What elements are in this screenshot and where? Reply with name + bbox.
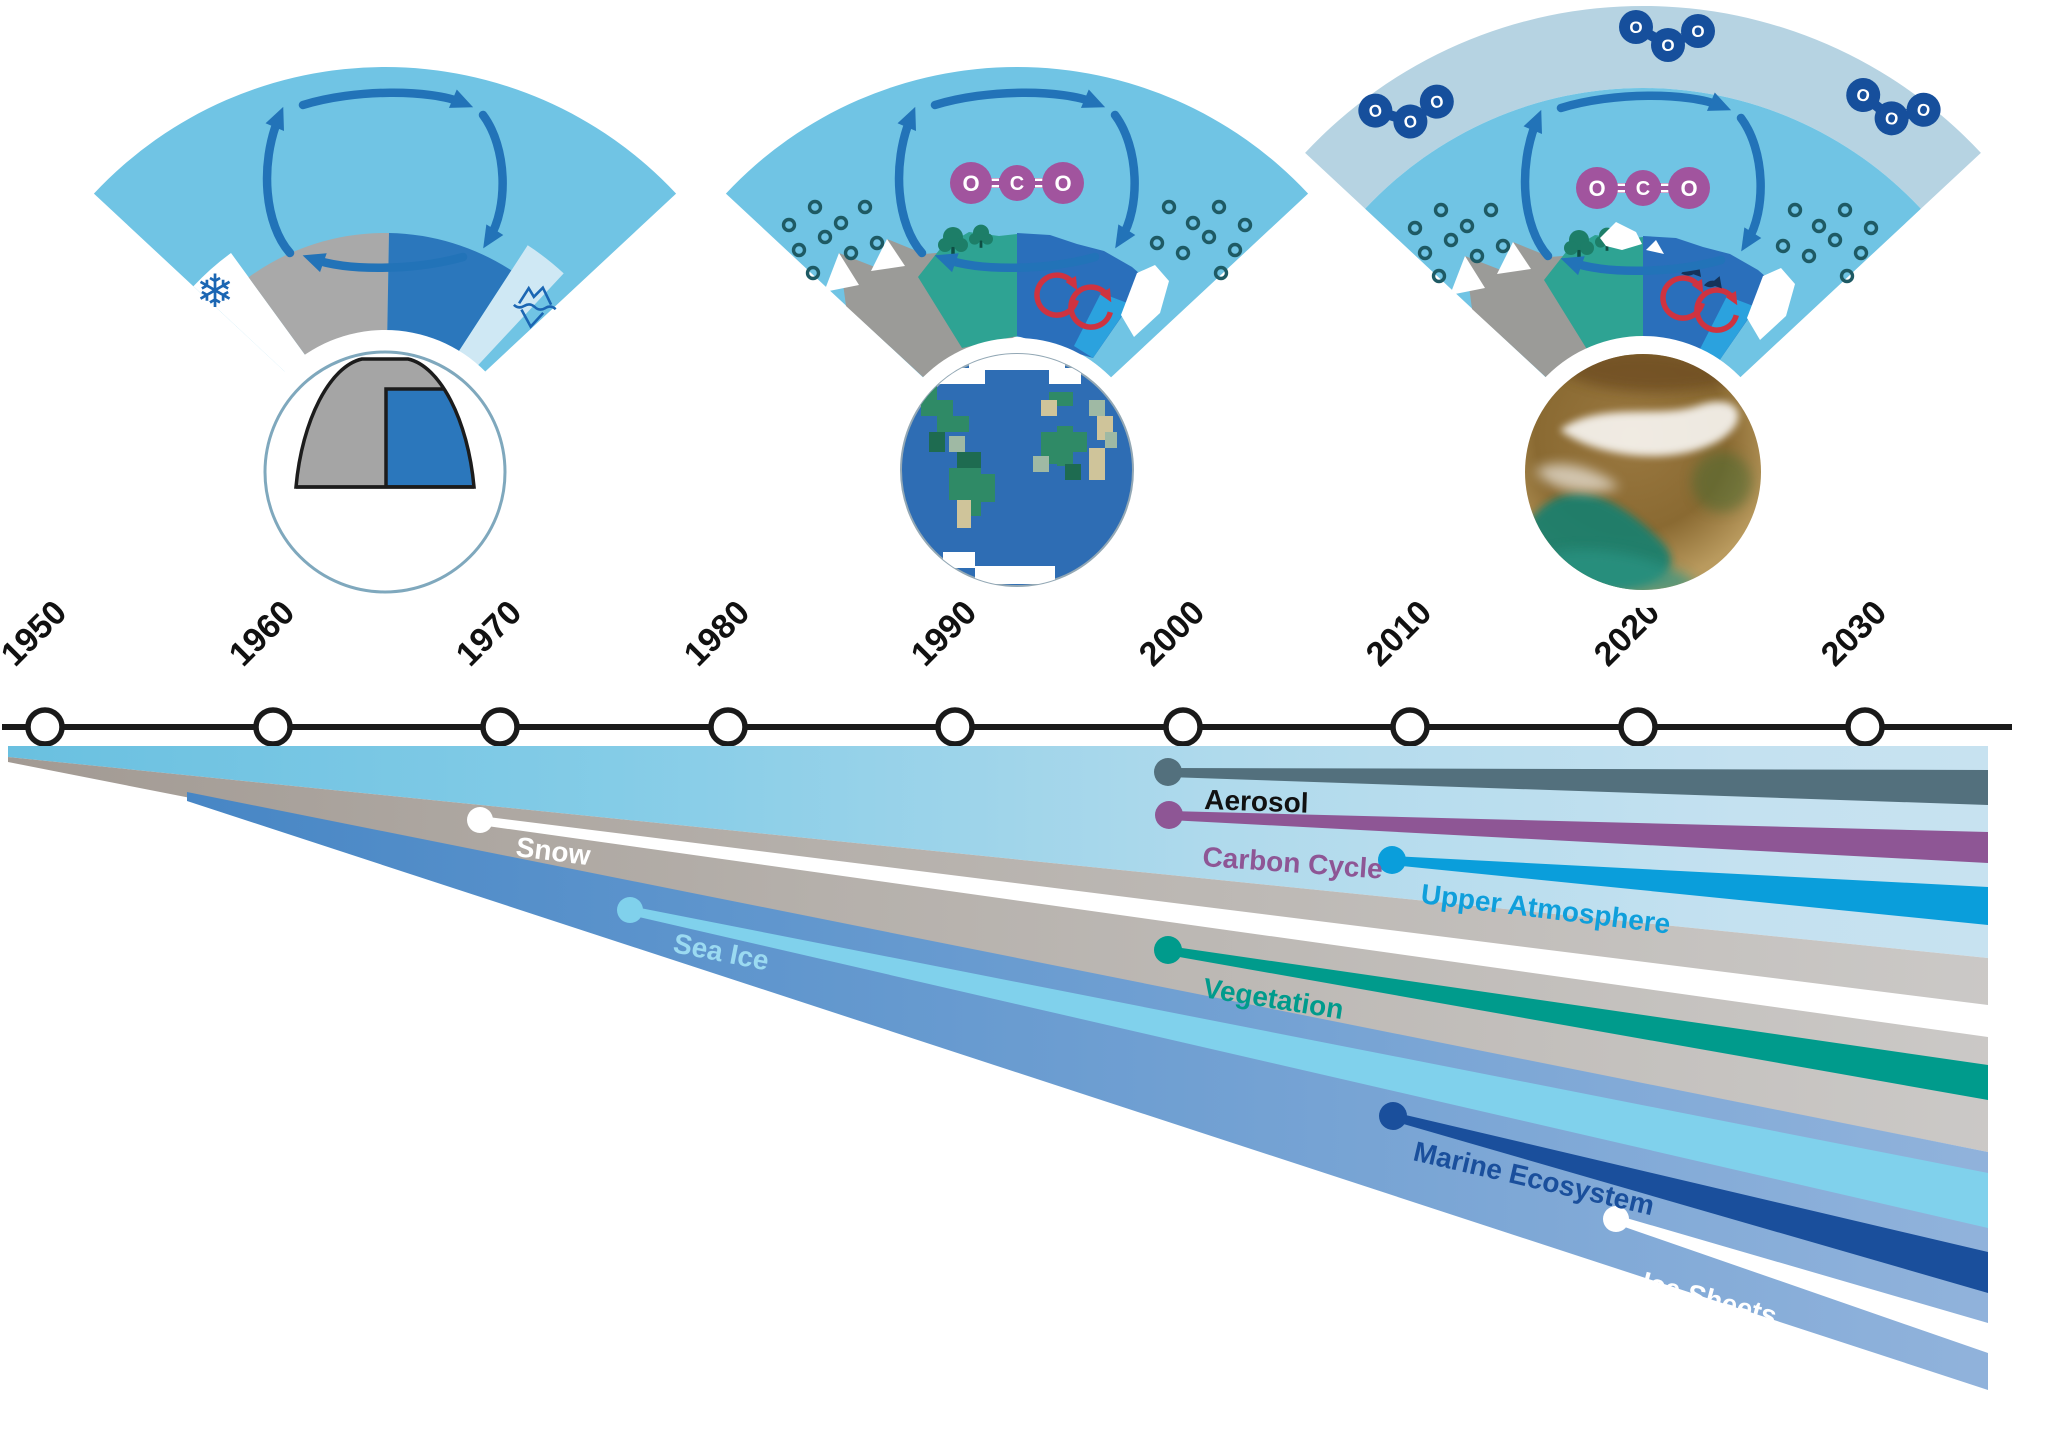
tick-2030 [1845, 707, 1885, 747]
tick-2020 [1618, 707, 1658, 747]
globe-pixelated [885, 338, 1149, 602]
tick-1970 [480, 707, 520, 747]
ice-sheets-start-dot [1603, 1206, 1629, 1232]
globe-schematic [243, 330, 527, 614]
tick-1960 [253, 707, 293, 747]
fan1-snow-sector [193, 253, 310, 378]
globe-realistic [1507, 336, 1779, 608]
timeline: 1950 1960 1970 1980 1990 2000 2010 2020 … [0, 593, 2012, 747]
aerosol-wedge [1168, 768, 1988, 805]
year-label-1960: 1960 [222, 593, 302, 673]
year-label-1970: 1970 [449, 593, 529, 673]
tick-2010 [1390, 707, 1430, 747]
atmosphere-wedge [8, 746, 1988, 958]
marine-ecosystem-wedge [1393, 1112, 1988, 1293]
snow-start-dot [467, 807, 493, 833]
timeline-year-labels: 1950 1960 1970 1980 1990 2000 2010 2020 … [0, 593, 1894, 673]
snow-wedge [480, 816, 1988, 1037]
upper-atmosphere-wedge [1392, 856, 1988, 925]
carbon-cycle-start-dot [1155, 801, 1183, 829]
marine-ecosystem-start-dot [1379, 1102, 1407, 1130]
year-label-2000: 2000 [1132, 593, 1212, 673]
vegetation-wedge [1168, 946, 1988, 1100]
snowflake-icon: ❄ [196, 265, 235, 317]
fan-1990s-model [725, 67, 1309, 378]
tick-1950 [25, 707, 65, 747]
fan1-seaice-sector [454, 245, 564, 372]
sea-ice-wedge [630, 906, 1988, 1228]
iceberg-icon [512, 285, 557, 329]
aerosol-start-dot [1154, 758, 1182, 786]
year-label-2030: 2030 [1814, 593, 1894, 673]
upper-atmosphere-start-dot [1378, 846, 1406, 874]
year-label-1990: 1990 [904, 593, 984, 673]
model-component-wedges: Snow Sea Ice Aerosol Carbon Cycle Upper … [8, 746, 1988, 1390]
ice-floes [1600, 222, 1664, 254]
year-label-1950: 1950 [0, 593, 74, 673]
year-label-2010: 2010 [1359, 593, 1439, 673]
model-dome-outline [294, 357, 476, 489]
timeline-ticks [25, 707, 1885, 747]
ocean-wedge [187, 792, 1988, 1390]
fan-modern-model [1305, 6, 1981, 381]
sea-ice-start-dot [617, 897, 643, 923]
ice-sheets-wedge [1616, 1215, 1988, 1353]
fan3-upper-atmosphere-ring [1305, 5, 1981, 209]
tick-2000 [1163, 707, 1203, 747]
year-label-1980: 1980 [677, 593, 757, 673]
vegetation-start-dot [1154, 936, 1182, 964]
tick-1980 [708, 707, 748, 747]
fan-early-model: ❄ [93, 67, 677, 378]
aerosol-label: Aerosol [1204, 784, 1309, 819]
tick-1990 [935, 707, 975, 747]
carbon-cycle-wedge [1169, 811, 1988, 863]
